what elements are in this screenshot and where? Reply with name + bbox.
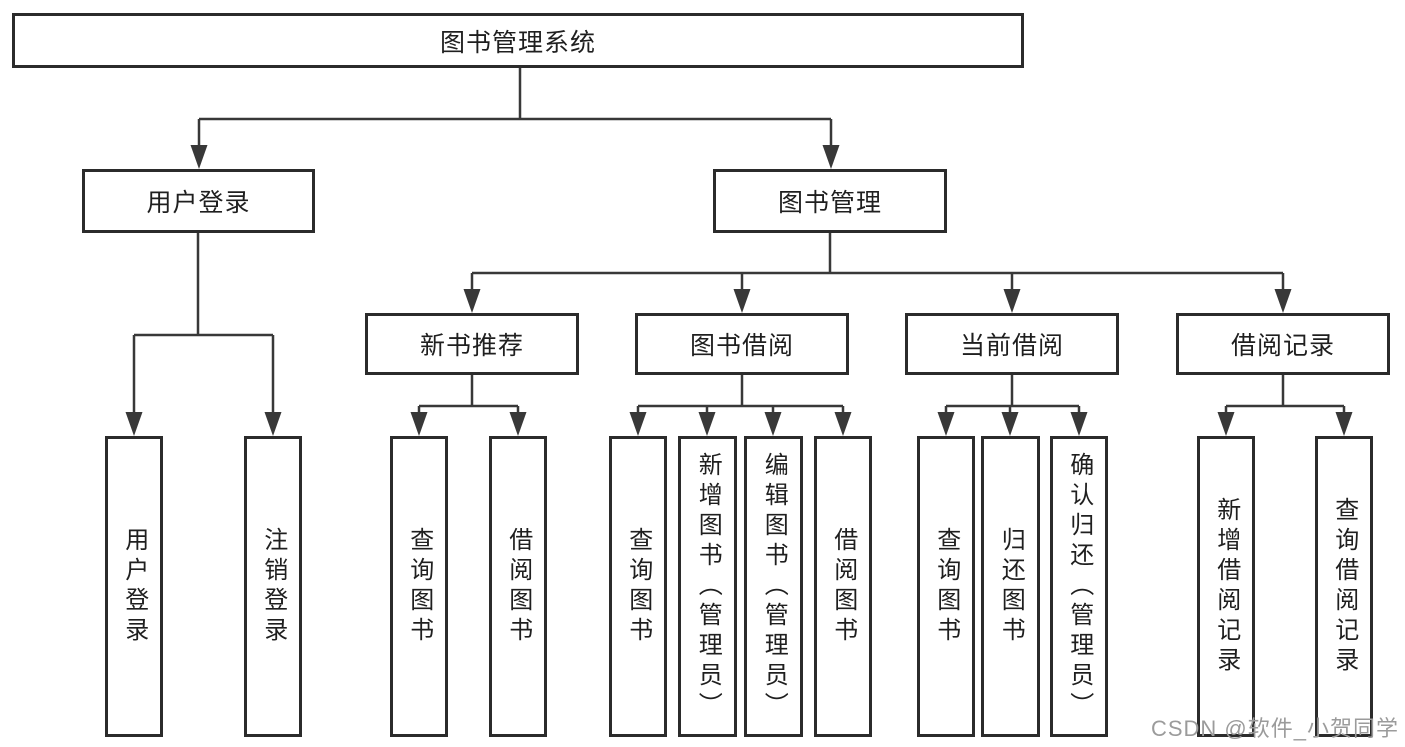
node-new-book-recommend: 新书推荐 bbox=[365, 313, 579, 375]
arrowhead bbox=[1335, 412, 1353, 436]
connector-userlogin-to-leaves bbox=[132, 233, 275, 420]
leaf-borrow-add-book-admin-label: 新增图书（管理员） bbox=[694, 451, 722, 722]
leaf-current-return-book-label: 归还图书 bbox=[997, 526, 1025, 647]
arrowhead bbox=[764, 412, 782, 436]
arrowhead bbox=[125, 412, 143, 436]
leaf-borrow-edit-book-admin-label: 编辑图书（管理员） bbox=[760, 451, 788, 722]
connector-lines bbox=[132, 68, 1346, 420]
leaf-logout-login: 注销登录 bbox=[244, 436, 302, 737]
arrowhead bbox=[733, 289, 751, 313]
arrowhead bbox=[1003, 289, 1021, 313]
leaf-newbook-borrow-book-label: 借阅图书 bbox=[504, 526, 532, 647]
node-new-book-recommend-label: 新书推荐 bbox=[419, 332, 524, 360]
leaf-newbook-query-book-label: 查询图书 bbox=[405, 526, 433, 647]
leaf-current-confirm-return-admin-label: 确认归还（管理员） bbox=[1065, 451, 1093, 722]
arrowhead bbox=[1274, 289, 1292, 313]
arrowhead bbox=[937, 412, 955, 436]
node-root-label: 图书管理系统 bbox=[439, 28, 596, 57]
leaf-logout-login-label: 注销登录 bbox=[259, 526, 287, 647]
node-current-borrow: 当前借阅 bbox=[905, 313, 1119, 375]
node-book-borrow-label: 图书借阅 bbox=[689, 332, 794, 360]
node-book-borrow: 图书借阅 bbox=[635, 313, 849, 375]
arrowhead bbox=[698, 412, 716, 436]
leaf-user-login: 用户登录 bbox=[105, 436, 163, 737]
arrowhead bbox=[190, 145, 208, 169]
leaf-borrow-add-book-admin: 新增图书（管理员） bbox=[678, 436, 737, 737]
leaf-borrow-edit-book-admin: 编辑图书（管理员） bbox=[744, 436, 803, 737]
connector-bookmgmt-to-level3 bbox=[470, 233, 1285, 297]
leaf-borrow-query-book-label: 查询图书 bbox=[624, 526, 652, 647]
arrowhead bbox=[822, 145, 840, 169]
node-book-management: 图书管理 bbox=[713, 169, 947, 233]
arrowhead bbox=[410, 412, 428, 436]
node-user-login-label: 用户登录 bbox=[146, 189, 251, 217]
leaf-newbook-borrow-book: 借阅图书 bbox=[489, 436, 547, 737]
leaf-borrow-borrow-book: 借阅图书 bbox=[814, 436, 872, 737]
arrowhead bbox=[1070, 412, 1088, 436]
node-current-borrow-label: 当前借阅 bbox=[959, 332, 1064, 360]
leaf-current-query-book-label: 查询图书 bbox=[932, 526, 960, 647]
leaf-current-confirm-return-admin: 确认归还（管理员） bbox=[1050, 436, 1108, 737]
leaf-records-query-record-label: 查询借阅记录 bbox=[1330, 496, 1358, 677]
connector-newbook-to-leaves bbox=[417, 375, 520, 420]
leaf-borrow-query-book: 查询图书 bbox=[609, 436, 667, 737]
arrowhead bbox=[1001, 412, 1019, 436]
leaf-newbook-query-book: 查询图书 bbox=[390, 436, 448, 737]
arrowheads bbox=[125, 145, 1353, 436]
leaf-user-login-label: 用户登录 bbox=[120, 526, 148, 647]
leaf-records-add-record-label: 新增借阅记录 bbox=[1212, 496, 1240, 677]
arrowhead bbox=[509, 412, 527, 436]
arrowhead bbox=[1217, 412, 1235, 436]
arrowhead bbox=[834, 412, 852, 436]
leaf-current-query-book: 查询图书 bbox=[917, 436, 975, 737]
node-book-management-label: 图书管理 bbox=[777, 189, 882, 217]
connector-root-to-level2 bbox=[197, 68, 833, 153]
connector-records-to-leaves bbox=[1224, 375, 1346, 420]
node-root: 图书管理系统 bbox=[12, 13, 1024, 68]
leaf-records-add-record: 新增借阅记录 bbox=[1197, 436, 1255, 737]
node-borrow-records-label: 借阅记录 bbox=[1230, 332, 1335, 360]
connector-bookborrow-to-leaves bbox=[636, 375, 845, 420]
leaf-current-return-book: 归还图书 bbox=[981, 436, 1040, 737]
csdn-watermark: CSDN @软件_小贺同学 bbox=[1150, 716, 1399, 741]
arrowhead bbox=[463, 289, 481, 313]
arrowhead bbox=[264, 412, 282, 436]
node-user-login: 用户登录 bbox=[82, 169, 315, 233]
arrowhead bbox=[629, 412, 647, 436]
leaf-borrow-borrow-book-label: 借阅图书 bbox=[829, 526, 857, 647]
leaf-records-query-record: 查询借阅记录 bbox=[1315, 436, 1373, 737]
node-borrow-records: 借阅记录 bbox=[1176, 313, 1390, 375]
